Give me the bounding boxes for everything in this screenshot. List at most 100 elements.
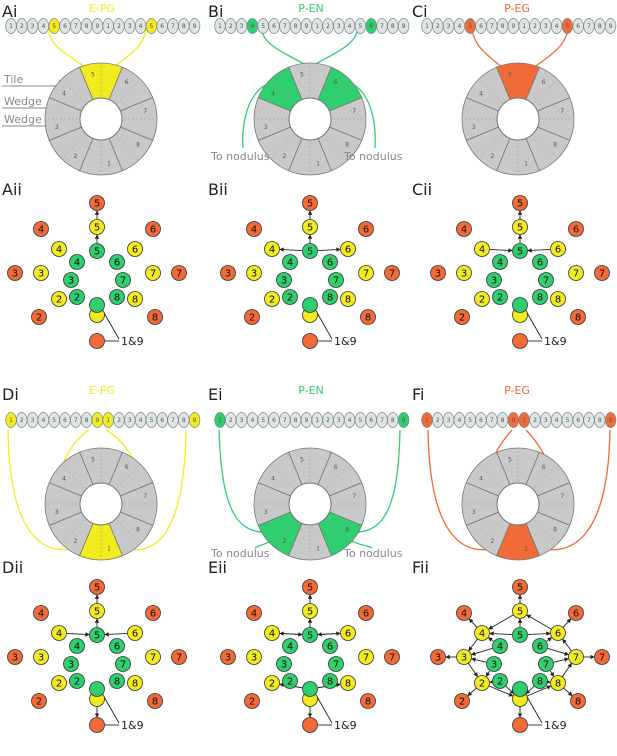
tile-divider <box>534 80 557 103</box>
diagram-node <box>69 289 85 305</box>
diagram-node <box>69 673 85 689</box>
bridge-glomerulus-label: 9 <box>193 23 197 30</box>
diagram-node-label: 7 <box>150 653 156 664</box>
diagram-node-label: 4 <box>269 245 275 256</box>
tile-divider <box>326 135 349 158</box>
diagram-node-label: 2 <box>479 679 485 690</box>
ring-center <box>288 482 332 526</box>
diagram-edges <box>489 210 551 253</box>
diagram-node-label: 6 <box>132 245 138 256</box>
diagram-node-label: 7 <box>120 660 126 671</box>
diagram-node-label: 5 <box>307 199 313 210</box>
tile-divider <box>326 80 349 103</box>
tile-divider <box>62 465 85 488</box>
bridge-glomerulus-label: 7 <box>283 23 287 30</box>
bridge-glomerulus-label: 2 <box>20 23 24 30</box>
bridge-glomerulus-label: 4 <box>250 417 254 424</box>
diagram-node <box>328 272 344 288</box>
diagram-edge <box>104 632 128 637</box>
diagram-node <box>246 605 262 621</box>
ring-wedge-label: 8 <box>345 142 349 149</box>
bridge-glomerulus-label: 4 <box>555 23 559 30</box>
bridge-glomerulus <box>397 412 410 428</box>
diagram-node-label: 6 <box>132 629 138 640</box>
diagram-node <box>384 649 400 665</box>
diagram-edge <box>526 614 556 633</box>
bridge-glomerulus-label: 4 <box>457 23 461 30</box>
tile-divider <box>479 80 502 103</box>
diagram-node <box>109 289 125 305</box>
bridge-glomerulus <box>397 18 410 34</box>
bridge-glomerulus-label: 5 <box>149 417 153 424</box>
diagram-node <box>89 603 105 619</box>
bridge-glomerulus-label: 9 <box>609 23 613 30</box>
diagram-node <box>89 297 105 313</box>
diagram-node <box>145 265 161 281</box>
tile-divider <box>117 465 140 488</box>
diagram-node <box>109 638 125 654</box>
diagram-node-label: 7 <box>333 660 339 671</box>
bridge-glomerulus-label: 9 <box>95 417 99 424</box>
diagram-node-label: 4 <box>461 609 467 620</box>
bridge-glomerulus-label: 4 <box>348 417 352 424</box>
bridge-glomerulus-label: 9 <box>609 417 613 424</box>
bridge-glomerulus-label: 5 <box>468 23 472 30</box>
diagram-node <box>512 219 528 235</box>
diagram-node <box>127 625 143 641</box>
ring-wedge-label: 8 <box>136 527 140 534</box>
diagram-edge <box>523 685 552 700</box>
ring-wedge-label: 8 <box>345 527 349 534</box>
diagram-node-label: 4 <box>497 258 503 269</box>
ring-wedge-label: 1 <box>107 545 111 552</box>
ring-wedge-label: 2 <box>73 153 77 160</box>
bridge-glomerulus-label: 9 <box>304 23 308 30</box>
bridge-glomerulus-label: 7 <box>380 23 384 30</box>
diagram-node <box>282 289 298 305</box>
ring-wedge-label: 2 <box>490 153 494 160</box>
diagram-node <box>147 693 163 709</box>
diagram-node <box>456 221 472 237</box>
diagram-node <box>69 254 85 270</box>
diagram-node <box>512 717 528 733</box>
diagram-edge <box>489 248 513 253</box>
bridge-glomerulus-label: 6 <box>160 23 164 30</box>
diagram-node <box>302 219 318 235</box>
diagram-node <box>264 675 280 691</box>
diagram-node-label: 3 <box>68 660 74 671</box>
diagram-node <box>384 265 400 281</box>
diagram-node <box>282 254 298 270</box>
label-leader <box>525 310 543 340</box>
bridge-glomerulus-label: 7 <box>490 23 494 30</box>
diagram-node <box>302 579 318 595</box>
diagram-node-label: 5 <box>307 583 313 594</box>
diagram-node-label: 6 <box>114 642 120 653</box>
label-1-and-9: 1&9 <box>121 335 144 348</box>
diagram-node-label: 2 <box>36 313 42 324</box>
ring-wedge-label: 8 <box>136 142 140 149</box>
bridge-glomerulus-label: 1 <box>9 23 13 30</box>
diagram-node <box>570 693 586 709</box>
label-leader <box>525 694 543 724</box>
bridge-glomerulus-label: 1 <box>315 417 319 424</box>
ring-wedge-label: 5 <box>91 457 95 464</box>
bridge-glomerulus-label: 2 <box>117 23 121 30</box>
diagram-node-label: 8 <box>555 679 561 690</box>
bridge-glomerulus-label: 1 <box>218 23 222 30</box>
panel-label-fii: Fii <box>412 558 429 577</box>
diagram-node-label: 5 <box>94 583 100 594</box>
ring-center <box>496 482 540 526</box>
diagram-node-label: 6 <box>537 258 543 269</box>
bridge-glomerulus-label: 3 <box>447 417 451 424</box>
panel-label-ai: Ai <box>2 2 17 21</box>
diagram-node-label: 4 <box>74 642 80 653</box>
diagram-node <box>127 241 143 257</box>
tile-divider <box>479 465 502 488</box>
diagram-node <box>89 717 105 733</box>
diagram-node <box>492 673 508 689</box>
bridge-glomerulus-label: 3 <box>544 417 548 424</box>
diagram-node-label: 3 <box>38 653 44 664</box>
diagram-node <box>264 625 280 641</box>
ring-wedge-label: 8 <box>553 527 557 534</box>
